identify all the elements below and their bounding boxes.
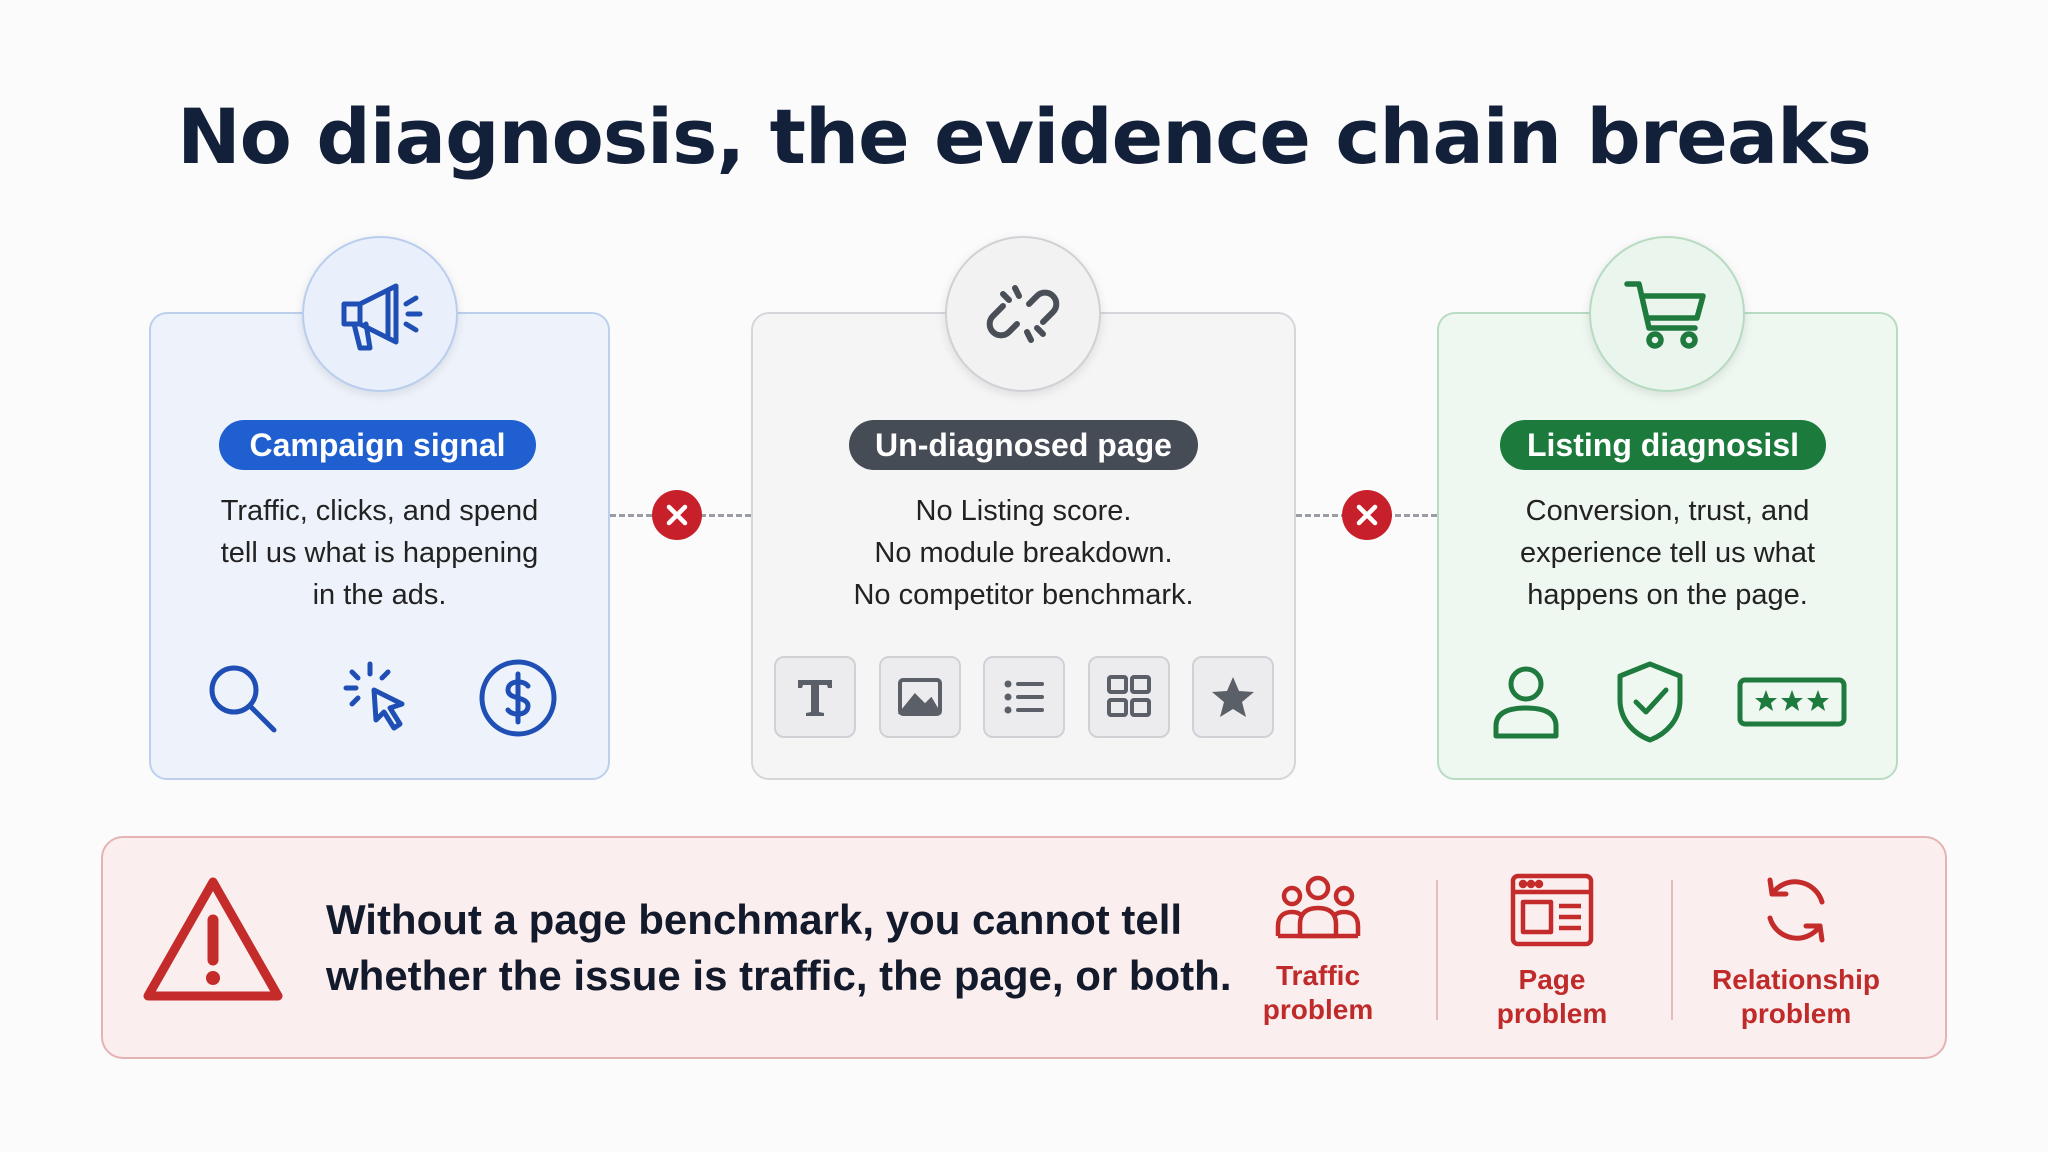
description-line: No module breakdown. xyxy=(874,537,1173,569)
shield-check-icon xyxy=(1617,661,1683,743)
problem-line: Page xyxy=(1518,964,1586,995)
listing-icons xyxy=(1488,660,1848,744)
problem-label: Relationship problem xyxy=(1686,963,1906,1031)
warning-line: Without a page benchmark, you cannot tel… xyxy=(326,896,1183,943)
campaign-description: Traffic, clicks, and spend tell us what … xyxy=(149,490,610,616)
break-x-icon xyxy=(1342,490,1392,540)
divider xyxy=(1436,880,1438,1020)
problem-line: problem xyxy=(1740,998,1852,1029)
list-module-icon xyxy=(983,656,1065,738)
listing-description: Conversion, trust, and experience tell u… xyxy=(1437,490,1898,616)
undiagnosed-page-label: Un-diagnosed page xyxy=(849,420,1198,470)
listing-diagnosis-label: Listing diagnosisl xyxy=(1500,420,1826,470)
campaign-icons xyxy=(200,656,560,740)
problem-line: problem xyxy=(1496,998,1608,1029)
relationship-problem: Relationship problem xyxy=(1686,872,1906,1031)
text-module-icon xyxy=(774,656,856,738)
campaign-signal-label: Campaign signal xyxy=(219,420,536,470)
description-line: in the ads. xyxy=(312,579,447,611)
description-line: experience tell us what xyxy=(1520,537,1815,569)
problem-line: problem xyxy=(1262,994,1374,1025)
search-icon xyxy=(209,665,277,733)
undiagnosed-description: No Listing score. No module breakdown. N… xyxy=(751,490,1296,616)
problem-line: Traffic xyxy=(1275,960,1361,991)
image-module-icon xyxy=(878,656,961,738)
description-line: happens on the page. xyxy=(1527,579,1808,611)
page-title: No diagnosis, the evidence chain breaks xyxy=(177,92,1872,181)
warning-line: whether the issue is traffic, the page, … xyxy=(326,952,1232,999)
description-line: Conversion, trust, and xyxy=(1525,495,1810,527)
problem-label: Traffic problem xyxy=(1208,959,1428,1027)
broken-link-icon xyxy=(945,236,1101,392)
description-line: No Listing score. xyxy=(915,495,1132,527)
page-problem: Page problem xyxy=(1442,872,1662,1031)
problem-label: Page problem xyxy=(1442,963,1662,1031)
description-line: No competitor benchmark. xyxy=(853,579,1194,611)
browser-window-icon xyxy=(1510,873,1594,947)
traffic-problem: Traffic problem xyxy=(1208,872,1428,1027)
divider xyxy=(1671,880,1673,1020)
description-line: tell us what is happening xyxy=(220,537,539,569)
description-line: Traffic, clicks, and spend xyxy=(220,495,539,527)
problem-line: Relationship xyxy=(1711,964,1880,995)
module-icons xyxy=(774,656,1274,738)
warning-message: Without a page benchmark, you cannot tel… xyxy=(326,892,1231,1004)
shopping-cart-icon xyxy=(1589,236,1745,392)
warning-banner xyxy=(101,836,1947,1059)
megaphone-icon xyxy=(302,236,458,392)
user-icon xyxy=(1493,666,1559,739)
people-icon xyxy=(1275,875,1361,939)
grid-module-icon xyxy=(1087,656,1170,738)
warning-triangle-icon xyxy=(143,877,283,1001)
click-cursor-icon xyxy=(343,661,405,731)
refresh-cycle-icon xyxy=(1767,877,1825,943)
break-x-icon xyxy=(652,490,702,540)
star-module-icon xyxy=(1192,656,1274,738)
dollar-icon xyxy=(479,659,557,737)
rating-stars-icon xyxy=(1737,677,1847,727)
